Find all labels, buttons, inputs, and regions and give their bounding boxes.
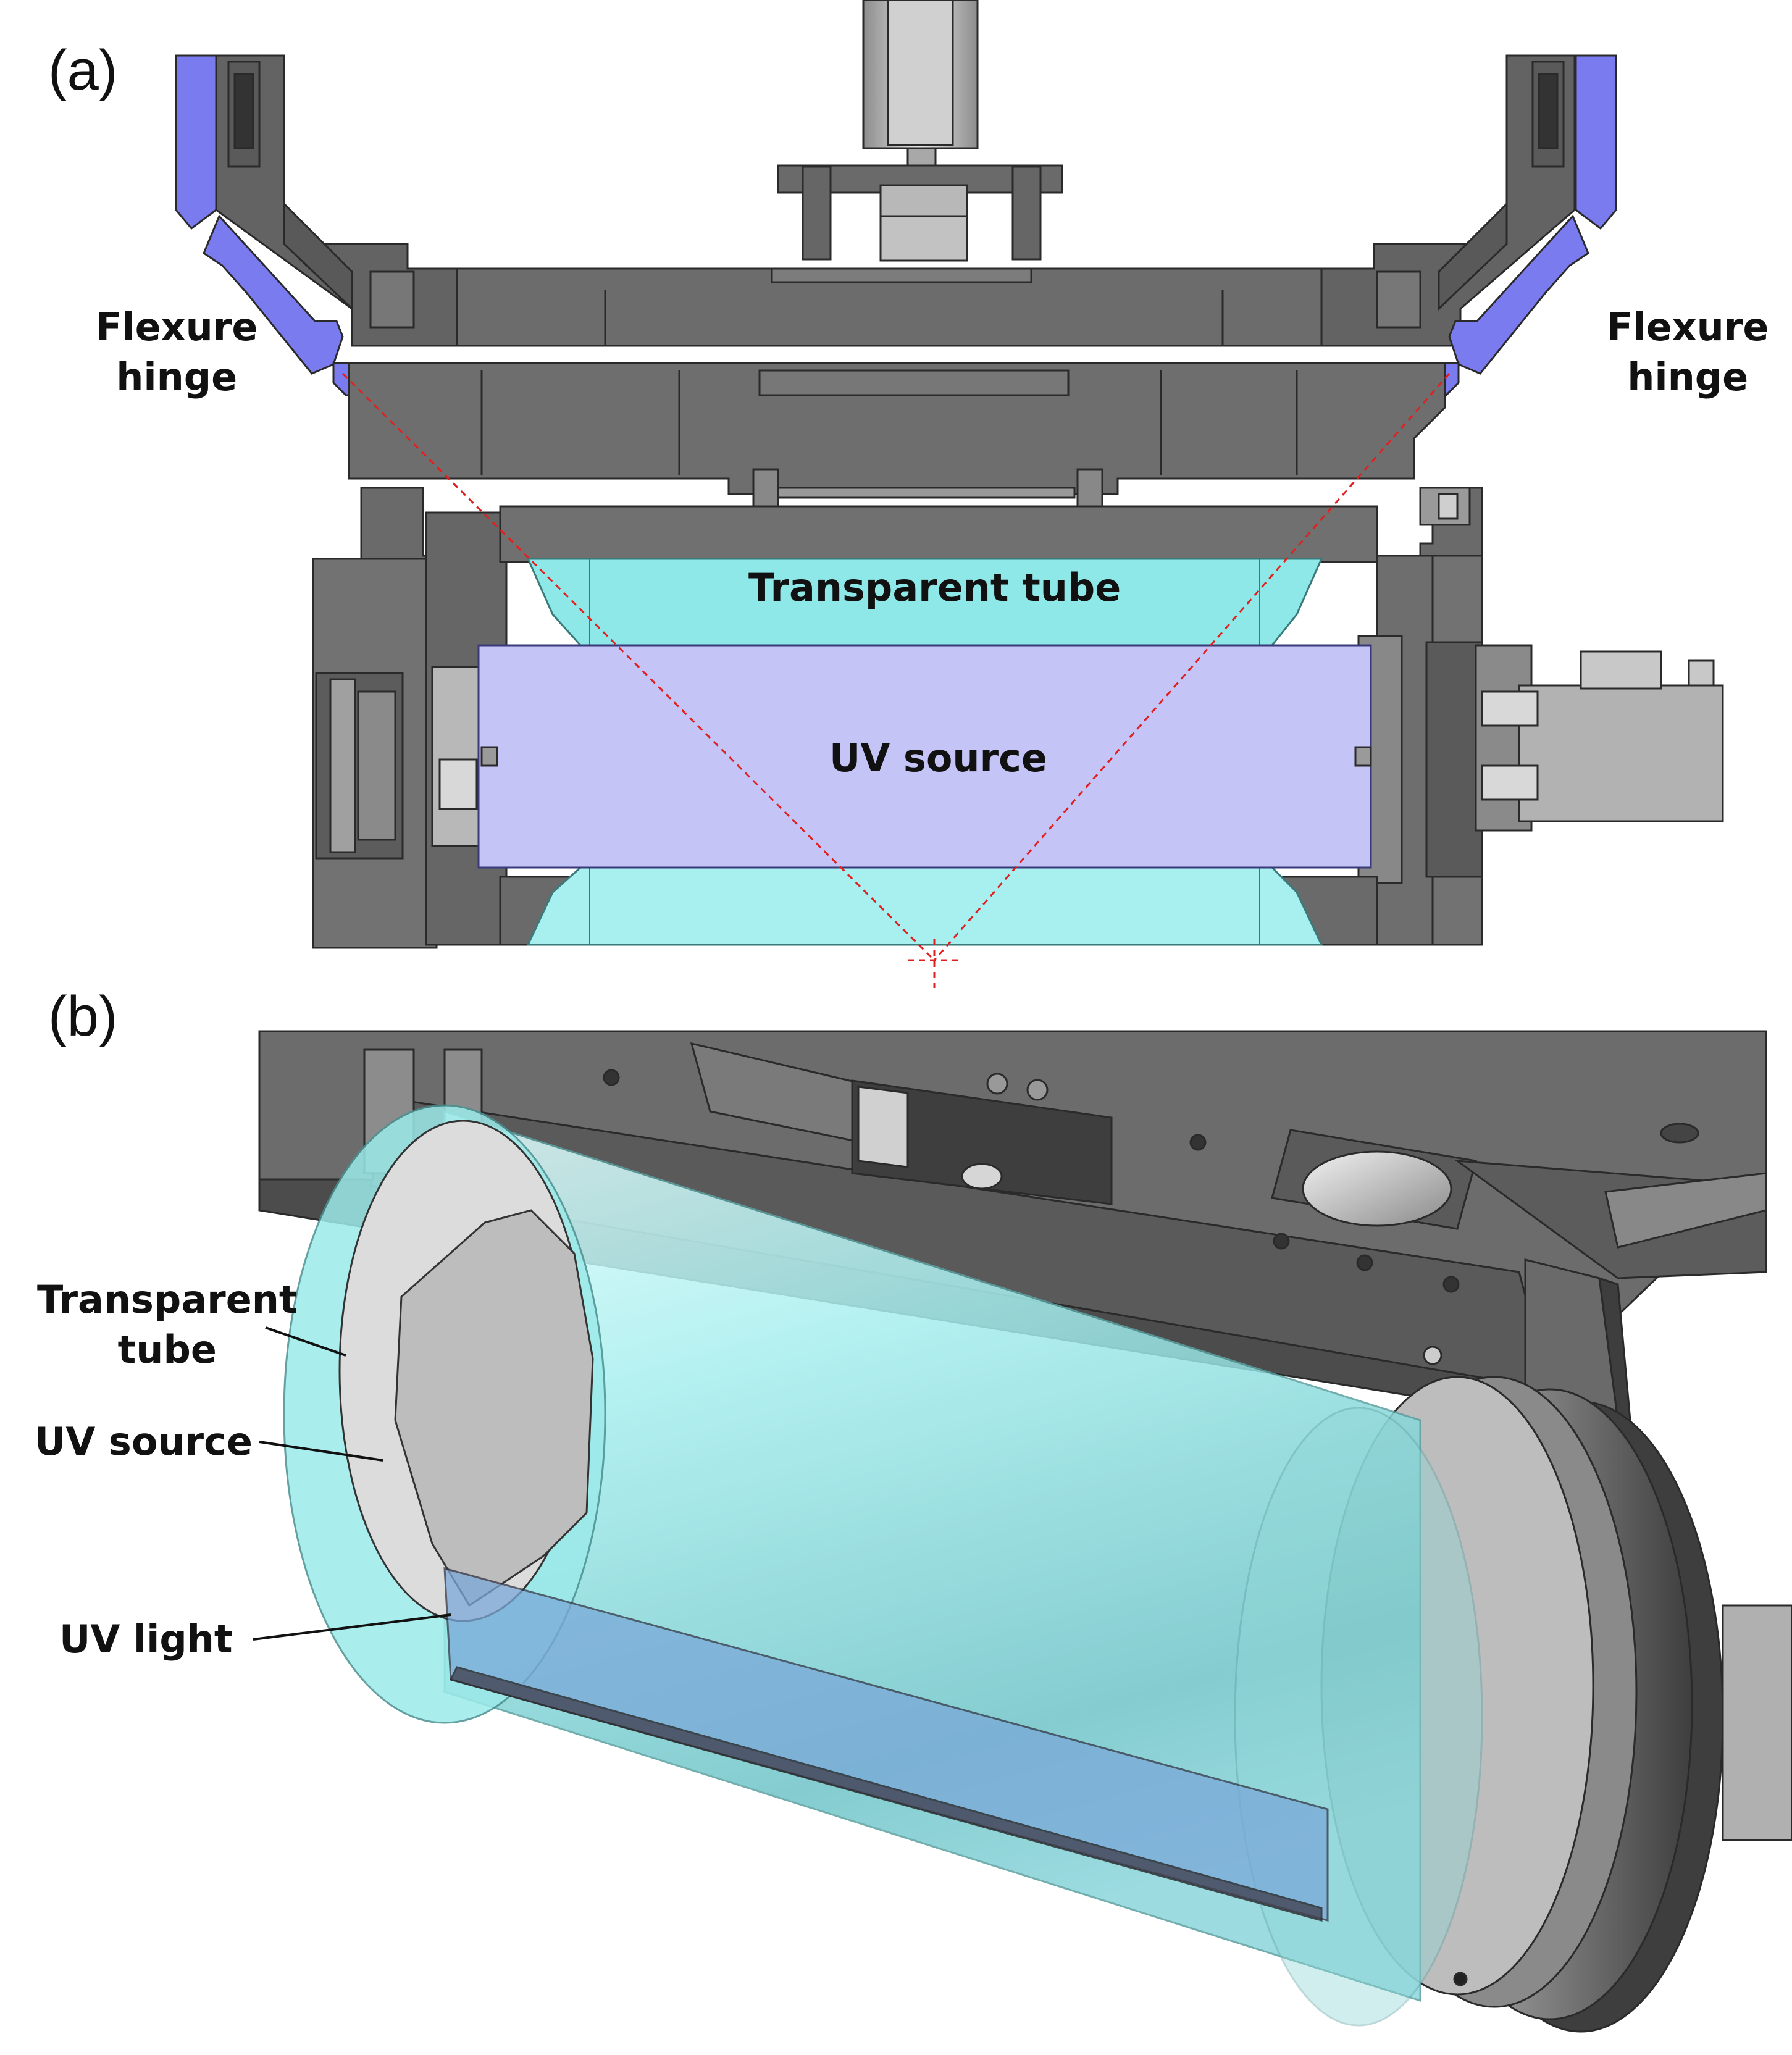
label-flexure-hinge-left-line2: hinge: [116, 354, 238, 400]
guide-lines: [341, 372, 1451, 988]
label-transparent-tube-b-line1: Transparent: [37, 1277, 298, 1322]
label-uv-source-b: UV source: [35, 1419, 253, 1464]
label-uv-source-a: UV source: [829, 735, 1047, 781]
middle-plate: [348, 362, 1446, 514]
panel-b-drawing: [258, 1030, 1792, 2033]
label-transparent-tube-b: Transparent tube: [37, 1275, 298, 1375]
label-flexure-hinge-left: Flexure hinge: [96, 303, 257, 402]
transparent-tube-section: [526, 558, 1323, 946]
label-transparent-tube-a: Transparent tube: [748, 565, 1121, 610]
flexure-left: [175, 54, 415, 396]
panel-label-b: (b): [48, 985, 118, 1048]
uv-source-section: [477, 644, 1372, 869]
upper-frame: [215, 54, 1576, 347]
label-flexure-hinge-left-line1: Flexure: [96, 304, 258, 349]
panel-a-drawing: [175, 0, 1724, 988]
right-connector: [1475, 644, 1724, 832]
panel-label-a: (a): [48, 39, 118, 102]
label-transparent-tube-b-line2: tube: [117, 1326, 217, 1372]
top-spindle: [777, 0, 1063, 262]
label-flexure-hinge-right-line2: hinge: [1627, 354, 1749, 400]
uv-light-strip: [443, 1567, 1329, 1922]
label-flexure-hinge-right: Flexure hinge: [1607, 303, 1769, 402]
leader-lines: [253, 1326, 451, 1641]
label-flexure-hinge-right-line1: Flexure: [1607, 304, 1769, 349]
label-uv-light-b: UV light: [59, 1617, 233, 1662]
